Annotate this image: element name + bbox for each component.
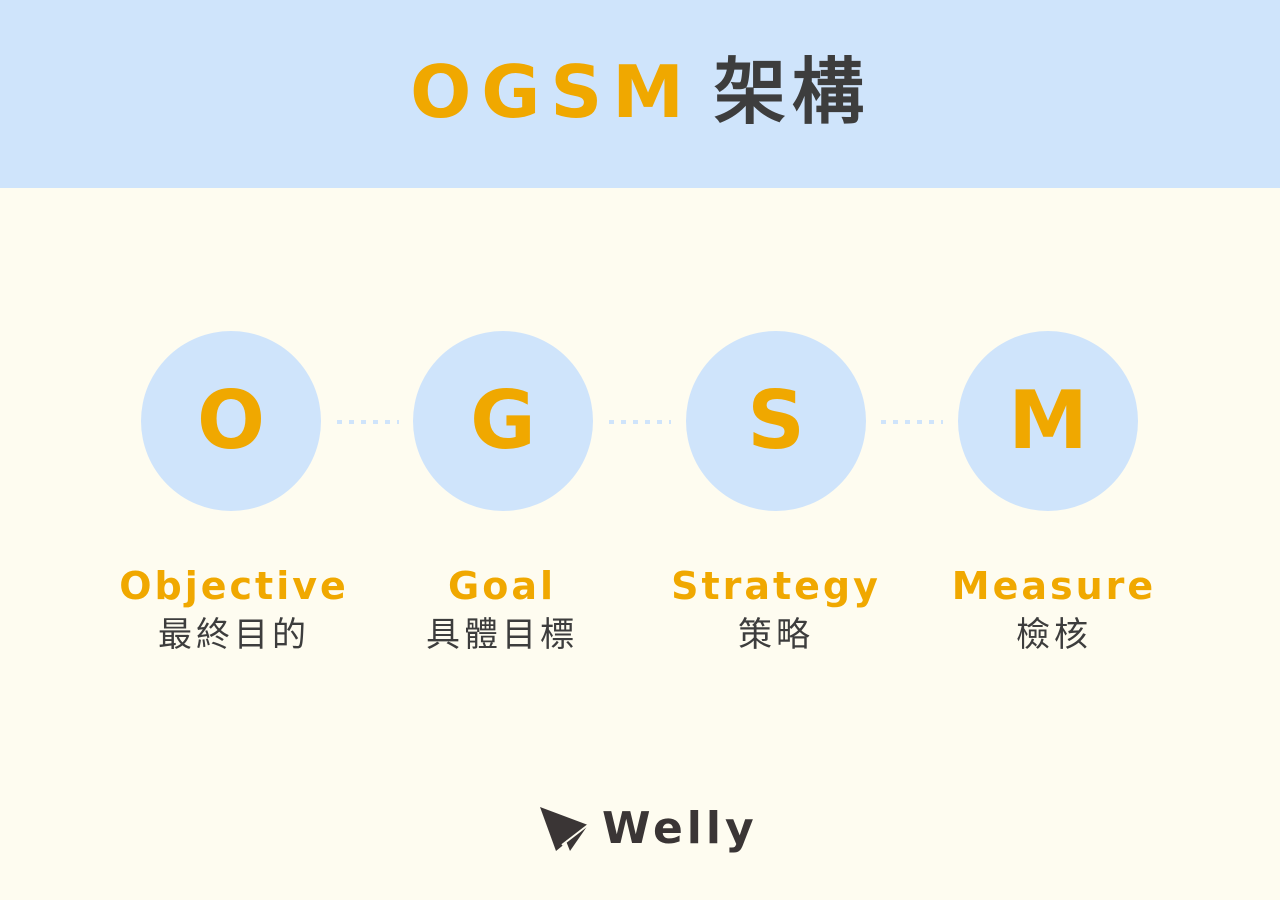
dotted-connector [337, 420, 399, 424]
brand-name: Welly [602, 802, 758, 854]
paper-plane-icon [540, 807, 589, 851]
step-letter: O [196, 374, 265, 467]
step-name: Objective [119, 564, 349, 608]
title-chinese: 架構 [713, 50, 870, 134]
step-circle-m: M [958, 331, 1138, 511]
step-label-goal: Goal 具體目標 [372, 562, 632, 660]
dotted-connector [609, 420, 671, 424]
step-label-strategy: Strategy 策略 [646, 562, 906, 660]
step-letter: M [1008, 374, 1088, 467]
step-name: Measure [951, 564, 1157, 608]
title-acronym: OGSM [410, 50, 694, 134]
brand-logo: Welly [540, 798, 758, 858]
step-name-zh: 最終目的 [158, 615, 310, 655]
step-label-measure: Measure 檢核 [924, 562, 1184, 660]
step-name: Goal [448, 564, 556, 608]
step-name-zh: 檢核 [1016, 615, 1092, 655]
step-circle-s: S [686, 331, 866, 511]
step-circle-o: O [141, 331, 321, 511]
step-letter: S [747, 374, 805, 467]
step-name: Strategy [671, 564, 881, 608]
step-letter: G [470, 374, 536, 467]
step-label-objective: Objective 最終目的 [104, 562, 364, 660]
step-name-zh: 策略 [738, 615, 814, 655]
dotted-connector [881, 420, 943, 424]
step-circle-g: G [413, 331, 593, 511]
step-name-zh: 具體目標 [426, 615, 578, 655]
